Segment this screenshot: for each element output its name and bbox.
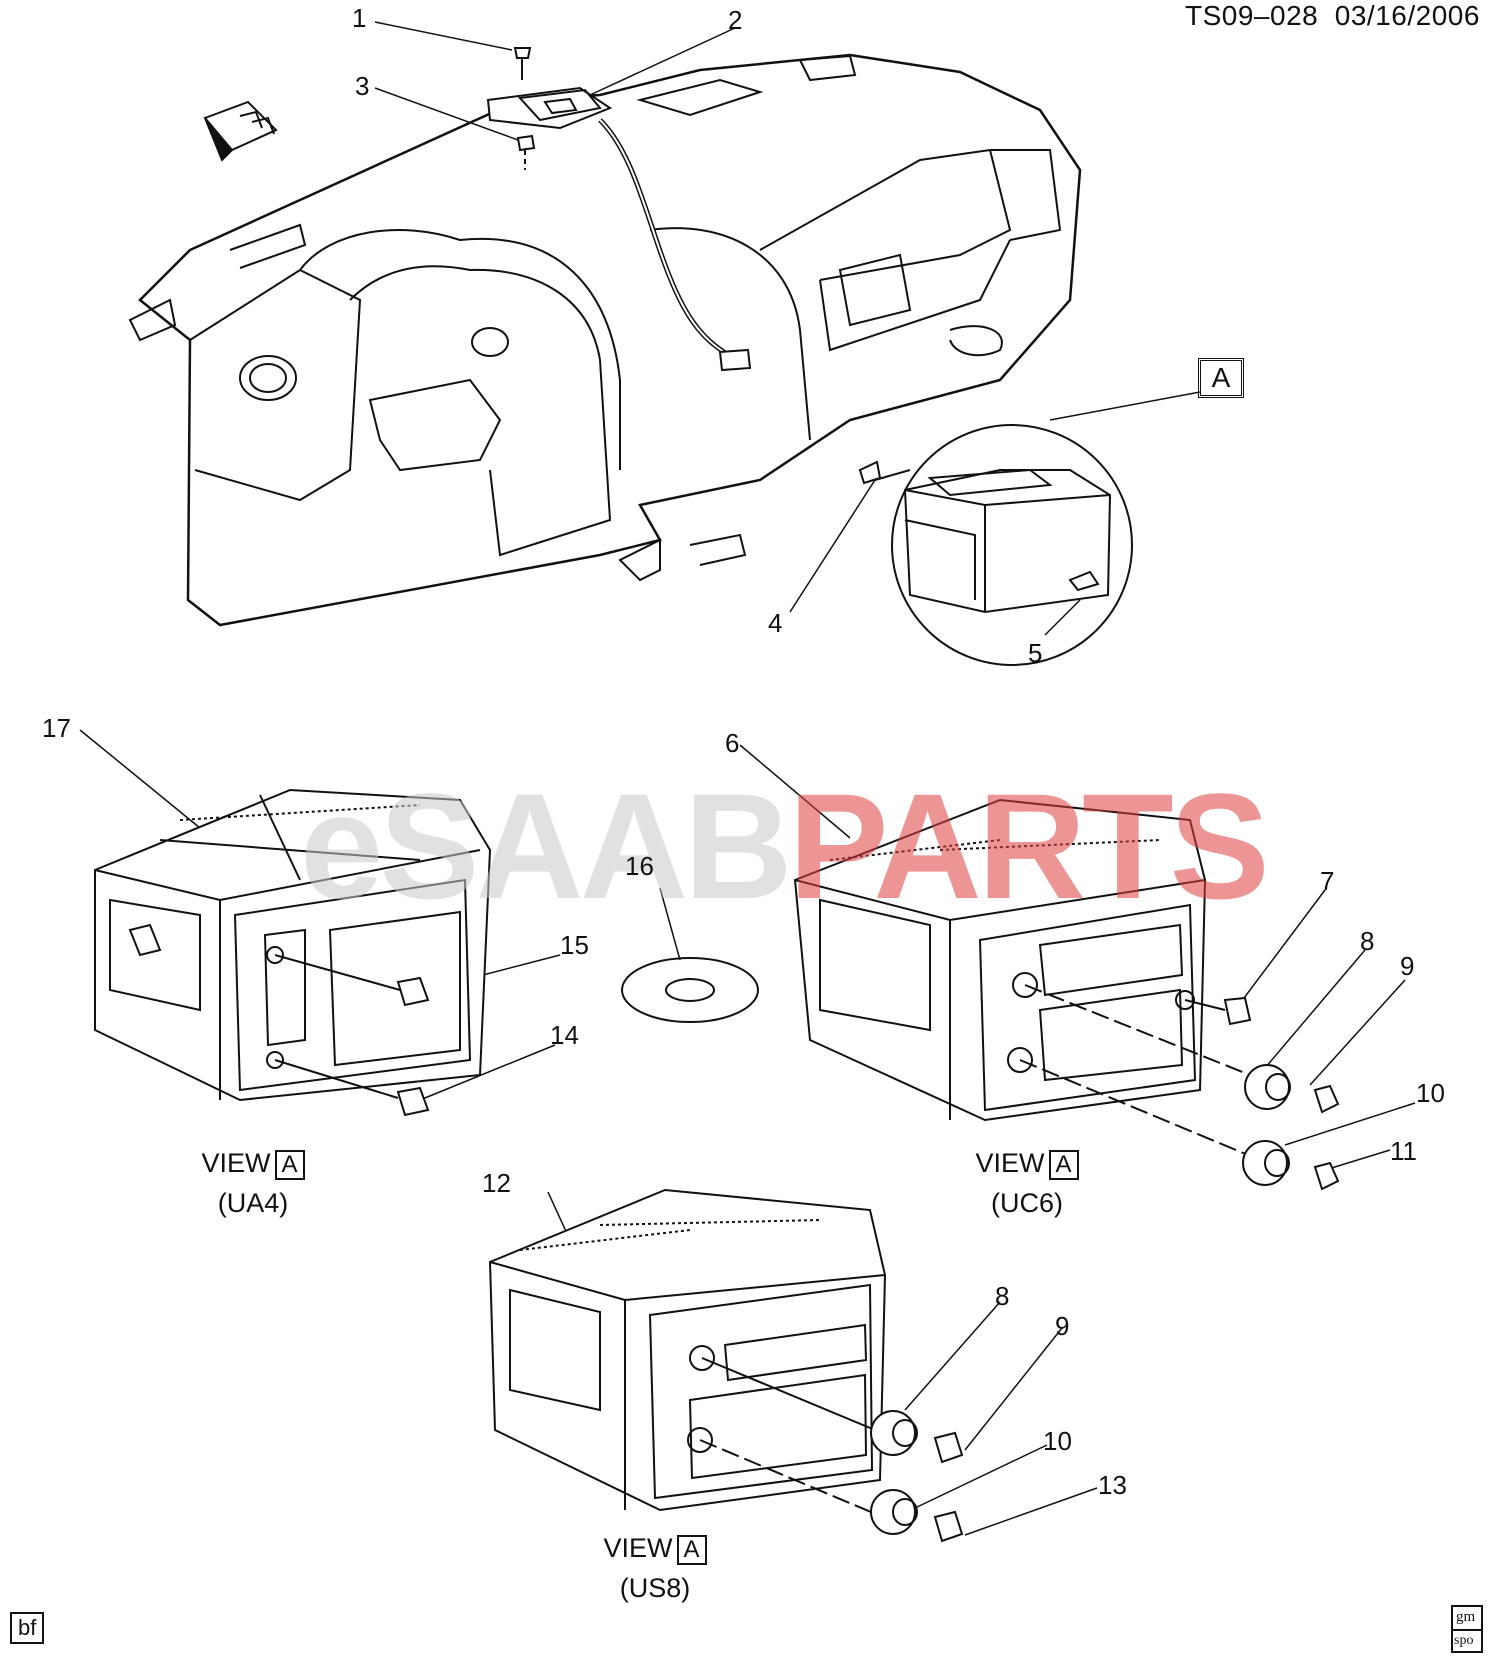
view-uc6-code: (UC6) <box>991 1188 1063 1218</box>
part-number-13: 13 <box>1098 1470 1127 1500</box>
footer-logo-bottom: spo <box>1454 1633 1474 1648</box>
antenna-module-drawing <box>486 47 752 372</box>
radio-us8-drawing <box>488 1188 964 1543</box>
part-number-11: 11 <box>1390 1136 1417 1166</box>
radio-uc6-drawing <box>793 798 1340 1191</box>
view-us8-code: (US8) <box>619 1573 691 1603</box>
part-number-5: 5 <box>1028 638 1043 668</box>
footer-logo-top: gm <box>1456 1609 1476 1625</box>
part-number-10b: 10 <box>1043 1426 1072 1456</box>
part-number-10a: 10 <box>1416 1078 1445 1108</box>
doc-header: TS09–028 03/16/2006 <box>1185 2 1480 30</box>
watermark-suffix: PARTS <box>788 762 1269 930</box>
radio-ua4-drawing <box>94 788 492 1117</box>
doc-date: 03/16/2006 <box>1334 0 1480 31</box>
gm-spo-logo-icon <box>1451 1605 1483 1653</box>
part-number-7: 7 <box>1320 866 1335 896</box>
detail-circle-a <box>858 424 1133 666</box>
watermark-prefix: eSAAB <box>300 762 792 930</box>
view-ua4-box: A <box>274 1150 305 1180</box>
front-arrow-icon <box>203 100 278 162</box>
view-ua4-word: VIEW <box>201 1148 271 1179</box>
instrument-panel-drawing <box>128 53 1082 627</box>
part-number-3: 3 <box>355 71 370 101</box>
part-number-9b: 9 <box>1055 1311 1070 1341</box>
part-number-8a: 8 <box>1360 926 1375 956</box>
part-number-8b: 8 <box>995 1281 1010 1311</box>
view-us8-box: A <box>676 1535 707 1565</box>
part-number-6: 6 <box>725 728 740 758</box>
part-number-12: 12 <box>482 1168 511 1198</box>
part-number-16: 16 <box>625 851 654 881</box>
footer-left-code: bf <box>10 1612 45 1644</box>
part-number-4: 4 <box>768 608 783 638</box>
cd-disc-drawing <box>621 957 759 1023</box>
part-number-15: 15 <box>560 930 589 960</box>
view-ua4-code: (UA4) <box>217 1188 289 1218</box>
doc-id: TS09–028 <box>1185 0 1319 31</box>
part-number-2: 2 <box>728 5 743 35</box>
callout-box-a: A <box>1198 358 1244 398</box>
watermark: eSAABPARTS <box>300 760 1270 933</box>
part-number-9a: 9 <box>1400 951 1415 981</box>
view-us8-word: VIEW <box>603 1533 673 1564</box>
part-number-14: 14 <box>550 1020 579 1050</box>
part-number-17: 17 <box>42 713 71 743</box>
part-number-1: 1 <box>352 3 367 33</box>
view-uc6-box: A <box>1048 1150 1079 1180</box>
view-uc6-word: VIEW <box>975 1148 1045 1179</box>
